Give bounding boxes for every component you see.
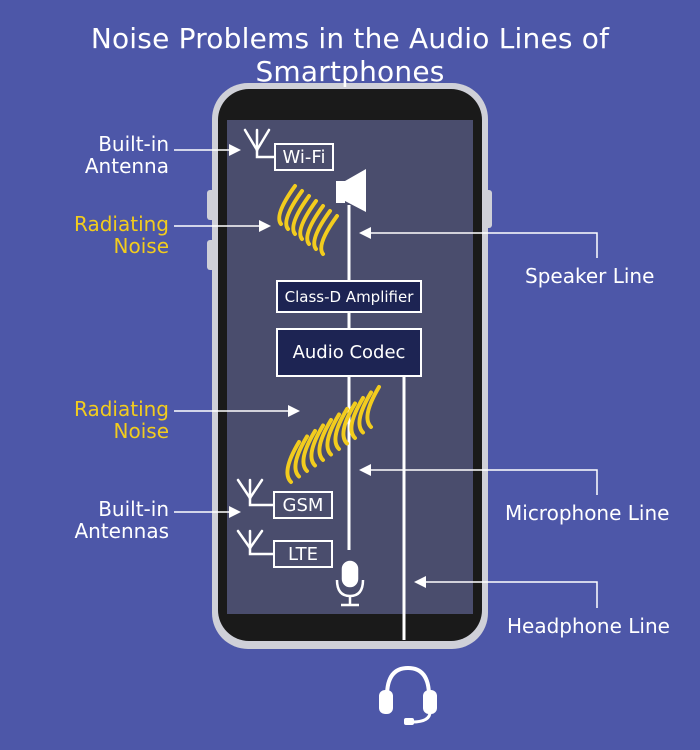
signal-lines <box>347 205 406 640</box>
noise-arc <box>298 199 318 241</box>
audio-codec: Audio Codec <box>276 328 422 377</box>
arrow-microphone-line <box>359 464 598 495</box>
headset-icon <box>379 665 437 725</box>
label-builtin-antenna: Built-in Antenna <box>85 133 169 177</box>
label-line: Radiating <box>74 397 169 421</box>
noise-arc <box>312 209 332 251</box>
label-line: Noise <box>113 234 169 258</box>
label-radiating-noise-bottom: Radiating Noise <box>74 398 169 442</box>
noise-arc <box>284 189 304 231</box>
noise-arc <box>309 423 325 468</box>
antenna-icon <box>236 529 275 556</box>
label-line: Radiating <box>74 212 169 236</box>
label-line: Antenna <box>84 154 169 178</box>
noise-arc <box>357 390 373 435</box>
microphone-icon <box>335 560 365 607</box>
label-microphone-line: Microphone Line <box>505 501 670 525</box>
arrow-speaker-line <box>359 227 598 258</box>
label-radiating-noise-top: Radiating Noise <box>74 213 169 257</box>
noise-arc <box>341 401 357 446</box>
noise-arc <box>305 204 325 246</box>
pointer-arrows <box>174 144 598 608</box>
noise-arc <box>349 396 365 440</box>
noise-arc <box>285 440 301 484</box>
label-headphone-line: Headphone Line <box>507 614 670 638</box>
label-line: Built-in <box>98 497 169 521</box>
label-speaker-line: Speaker Line <box>525 264 655 288</box>
diagram-title: Noise Problems in the Audio Lines of Sma… <box>90 22 610 88</box>
gsm-module: GSM <box>273 491 333 519</box>
radiating-noise-arcs-bottom <box>285 385 381 484</box>
noise-arc <box>325 412 341 457</box>
label-line: Noise <box>113 419 169 443</box>
wifi-module: Wi-Fi <box>274 143 334 171</box>
noise-arc <box>333 407 349 451</box>
noise-arc <box>319 214 339 256</box>
class-d-amplifier: Class-D Amplifier <box>276 280 422 313</box>
noise-arc <box>291 194 311 236</box>
noise-arc <box>293 434 309 479</box>
noise-arc <box>301 429 317 473</box>
radiating-noise-arcs-top <box>277 184 339 256</box>
antenna-icon <box>236 478 275 507</box>
arrow-headphone-line <box>414 576 598 608</box>
speaker-icon <box>336 169 366 212</box>
noise-arc <box>277 184 297 226</box>
noise-arc <box>317 418 333 462</box>
antenna-icon <box>243 128 276 159</box>
label-builtin-antennas: Built-in Antennas <box>74 498 169 542</box>
antennas <box>236 128 276 556</box>
label-line: Antennas <box>74 519 169 543</box>
label-line: Built-in <box>98 132 169 156</box>
noise-arc <box>365 385 381 429</box>
lte-module: LTE <box>273 540 333 568</box>
